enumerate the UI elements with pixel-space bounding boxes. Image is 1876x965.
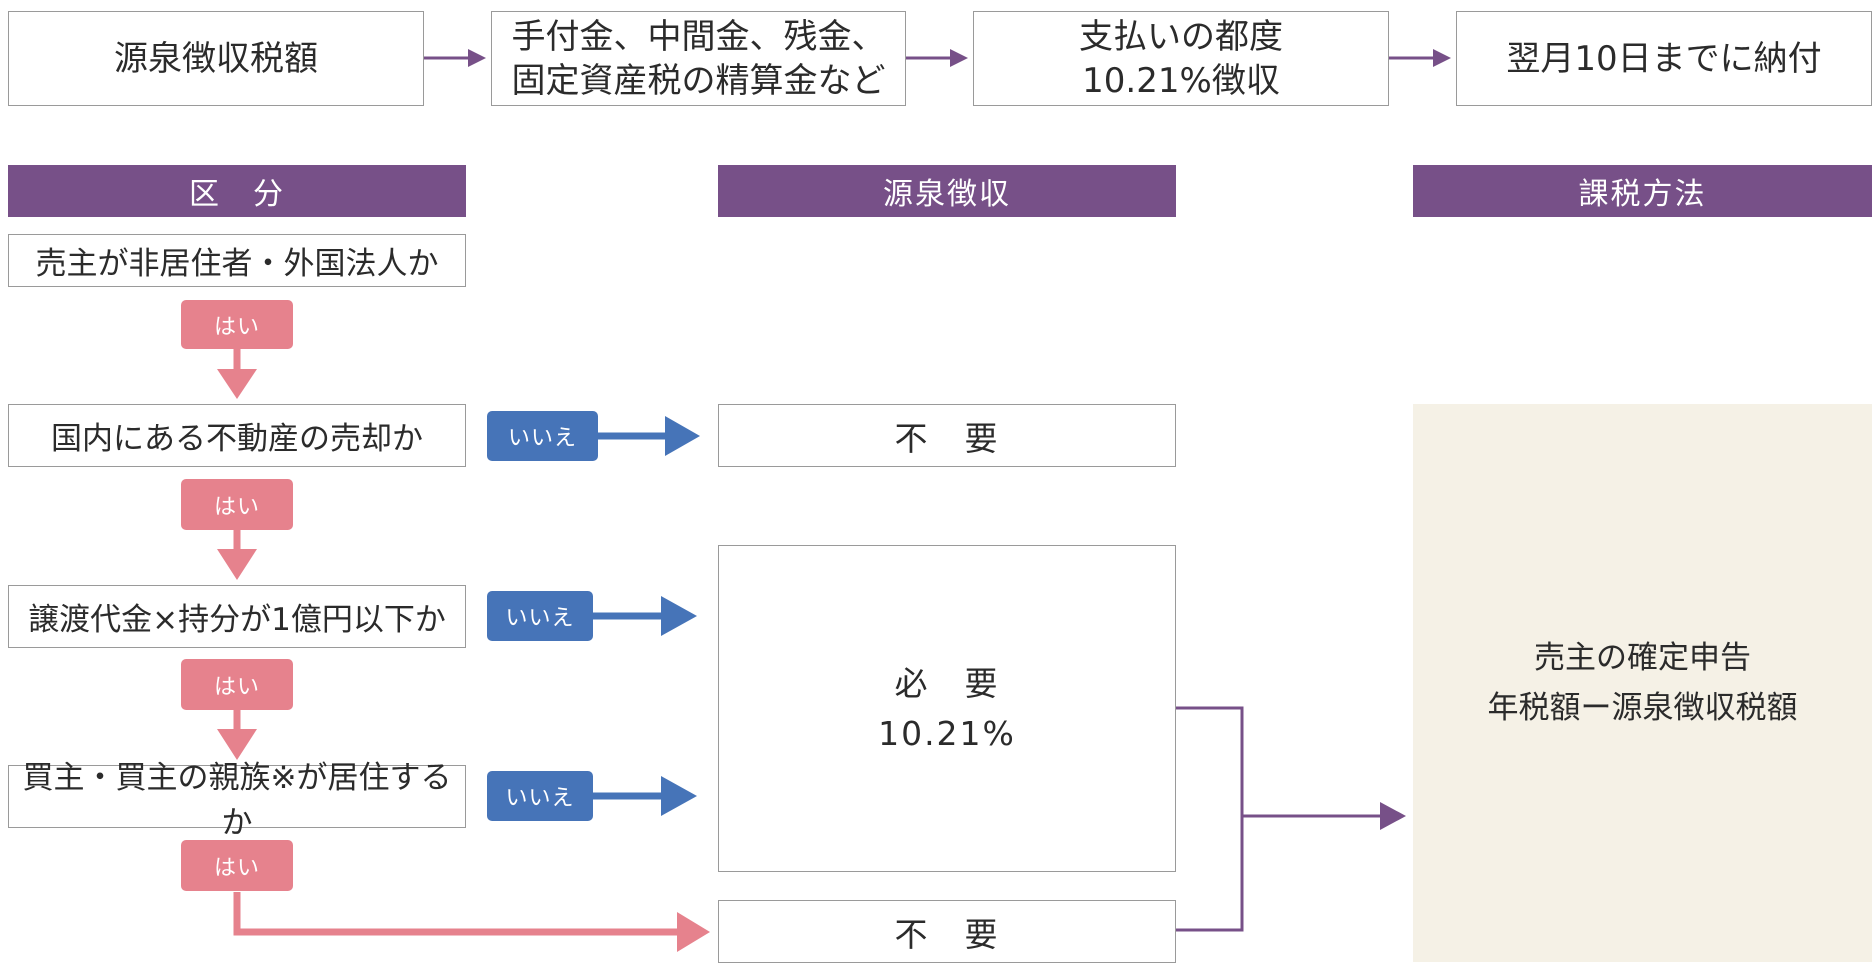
question-domestic-property: 国内にある不動産の売却か xyxy=(8,404,466,467)
yes-badge-label: はい xyxy=(213,674,260,700)
no-badge-label: いいえ xyxy=(505,786,575,811)
result-not-required-domestic: 不 要 xyxy=(718,404,1176,467)
yes-badge: はい xyxy=(181,840,293,891)
top-flow-arrows xyxy=(424,49,1451,67)
yes-badge-label: はい xyxy=(213,314,260,340)
yes-badge: はい xyxy=(181,659,293,710)
question-under-100m-yen: 譲渡代金×持分が1億円以下か xyxy=(8,585,466,648)
result-required: 必 要 10.21% xyxy=(718,545,1176,872)
result-required-rate: 10.21% xyxy=(878,713,1016,753)
result-not-required-residence: 不 要 xyxy=(718,900,1176,963)
flow-step-3-line2: 10.21%徴収 xyxy=(1082,60,1280,101)
header-category: 区 分 xyxy=(8,165,466,217)
flow-step-3-line1: 支払いの都度 xyxy=(1079,16,1283,57)
question-2-text: 国内にある不動産の売却か xyxy=(51,421,423,457)
flow-step-1-text: 源泉徴収税額 xyxy=(114,38,318,79)
no-badge: いいえ xyxy=(487,411,598,461)
result-required-label: 必 要 xyxy=(894,663,1000,703)
question-buyer-residence: 買主・買主の親族※が居住するか xyxy=(8,760,466,841)
taxation-line-1: 売主の確定申告 xyxy=(1534,640,1751,676)
header-withholding-label: 源泉徴収 xyxy=(883,177,1011,212)
flow-step-2-line1: 手付金、中間金、残金、 xyxy=(511,16,886,57)
no-badge: いいえ xyxy=(487,591,593,641)
flow-step-pay-by-10th: 翌月10日までに納付 xyxy=(1456,11,1872,106)
result-not-required-label: 不 要 xyxy=(894,418,1000,458)
flow-step-collect: 支払いの都度 10.21%徴収 xyxy=(973,11,1389,106)
header-category-label: 区 分 xyxy=(189,177,285,212)
flow-step-2-line2: 固定資産税の精算金など xyxy=(511,60,886,101)
no-arrows xyxy=(592,416,700,816)
flow-step-payments: 手付金、中間金、残金、 固定資産税の精算金など xyxy=(491,11,906,106)
taxation-bracket xyxy=(1176,706,1406,932)
no-badge-label: いいえ xyxy=(505,606,575,631)
taxation-line-2: 年税額ー源泉徴収税額 xyxy=(1487,690,1798,726)
question-4-text: 買主・買主の親族※が居住するか xyxy=(22,759,452,841)
yes-badge: はい xyxy=(181,300,293,349)
yes-badge: はい xyxy=(181,479,293,530)
question-1-text: 売主が非居住者・外国法人か xyxy=(35,246,439,282)
yes-badge-label: はい xyxy=(213,855,260,881)
question-nonresident: 売主が非居住者・外国法人か xyxy=(8,234,466,287)
header-taxation: 課税方法 xyxy=(1413,165,1872,217)
yes-badge-label: はい xyxy=(213,494,260,520)
no-badge-label: いいえ xyxy=(507,426,577,451)
result-not-required-label: 不 要 xyxy=(894,914,1000,954)
taxation-method-panel: 売主の確定申告 年税額ー源泉徴収税額 xyxy=(1413,404,1872,962)
header-withholding: 源泉徴収 xyxy=(718,165,1176,217)
header-taxation-label: 課税方法 xyxy=(1578,177,1707,212)
flow-step-withholding-amount: 源泉徴収税額 xyxy=(8,11,424,106)
no-badge: いいえ xyxy=(487,771,593,821)
flow-step-4-text: 翌月10日までに納付 xyxy=(1506,38,1822,79)
question-3-text: 譲渡代金×持分が1億円以下か xyxy=(28,602,446,638)
yes-arrows xyxy=(217,346,710,952)
